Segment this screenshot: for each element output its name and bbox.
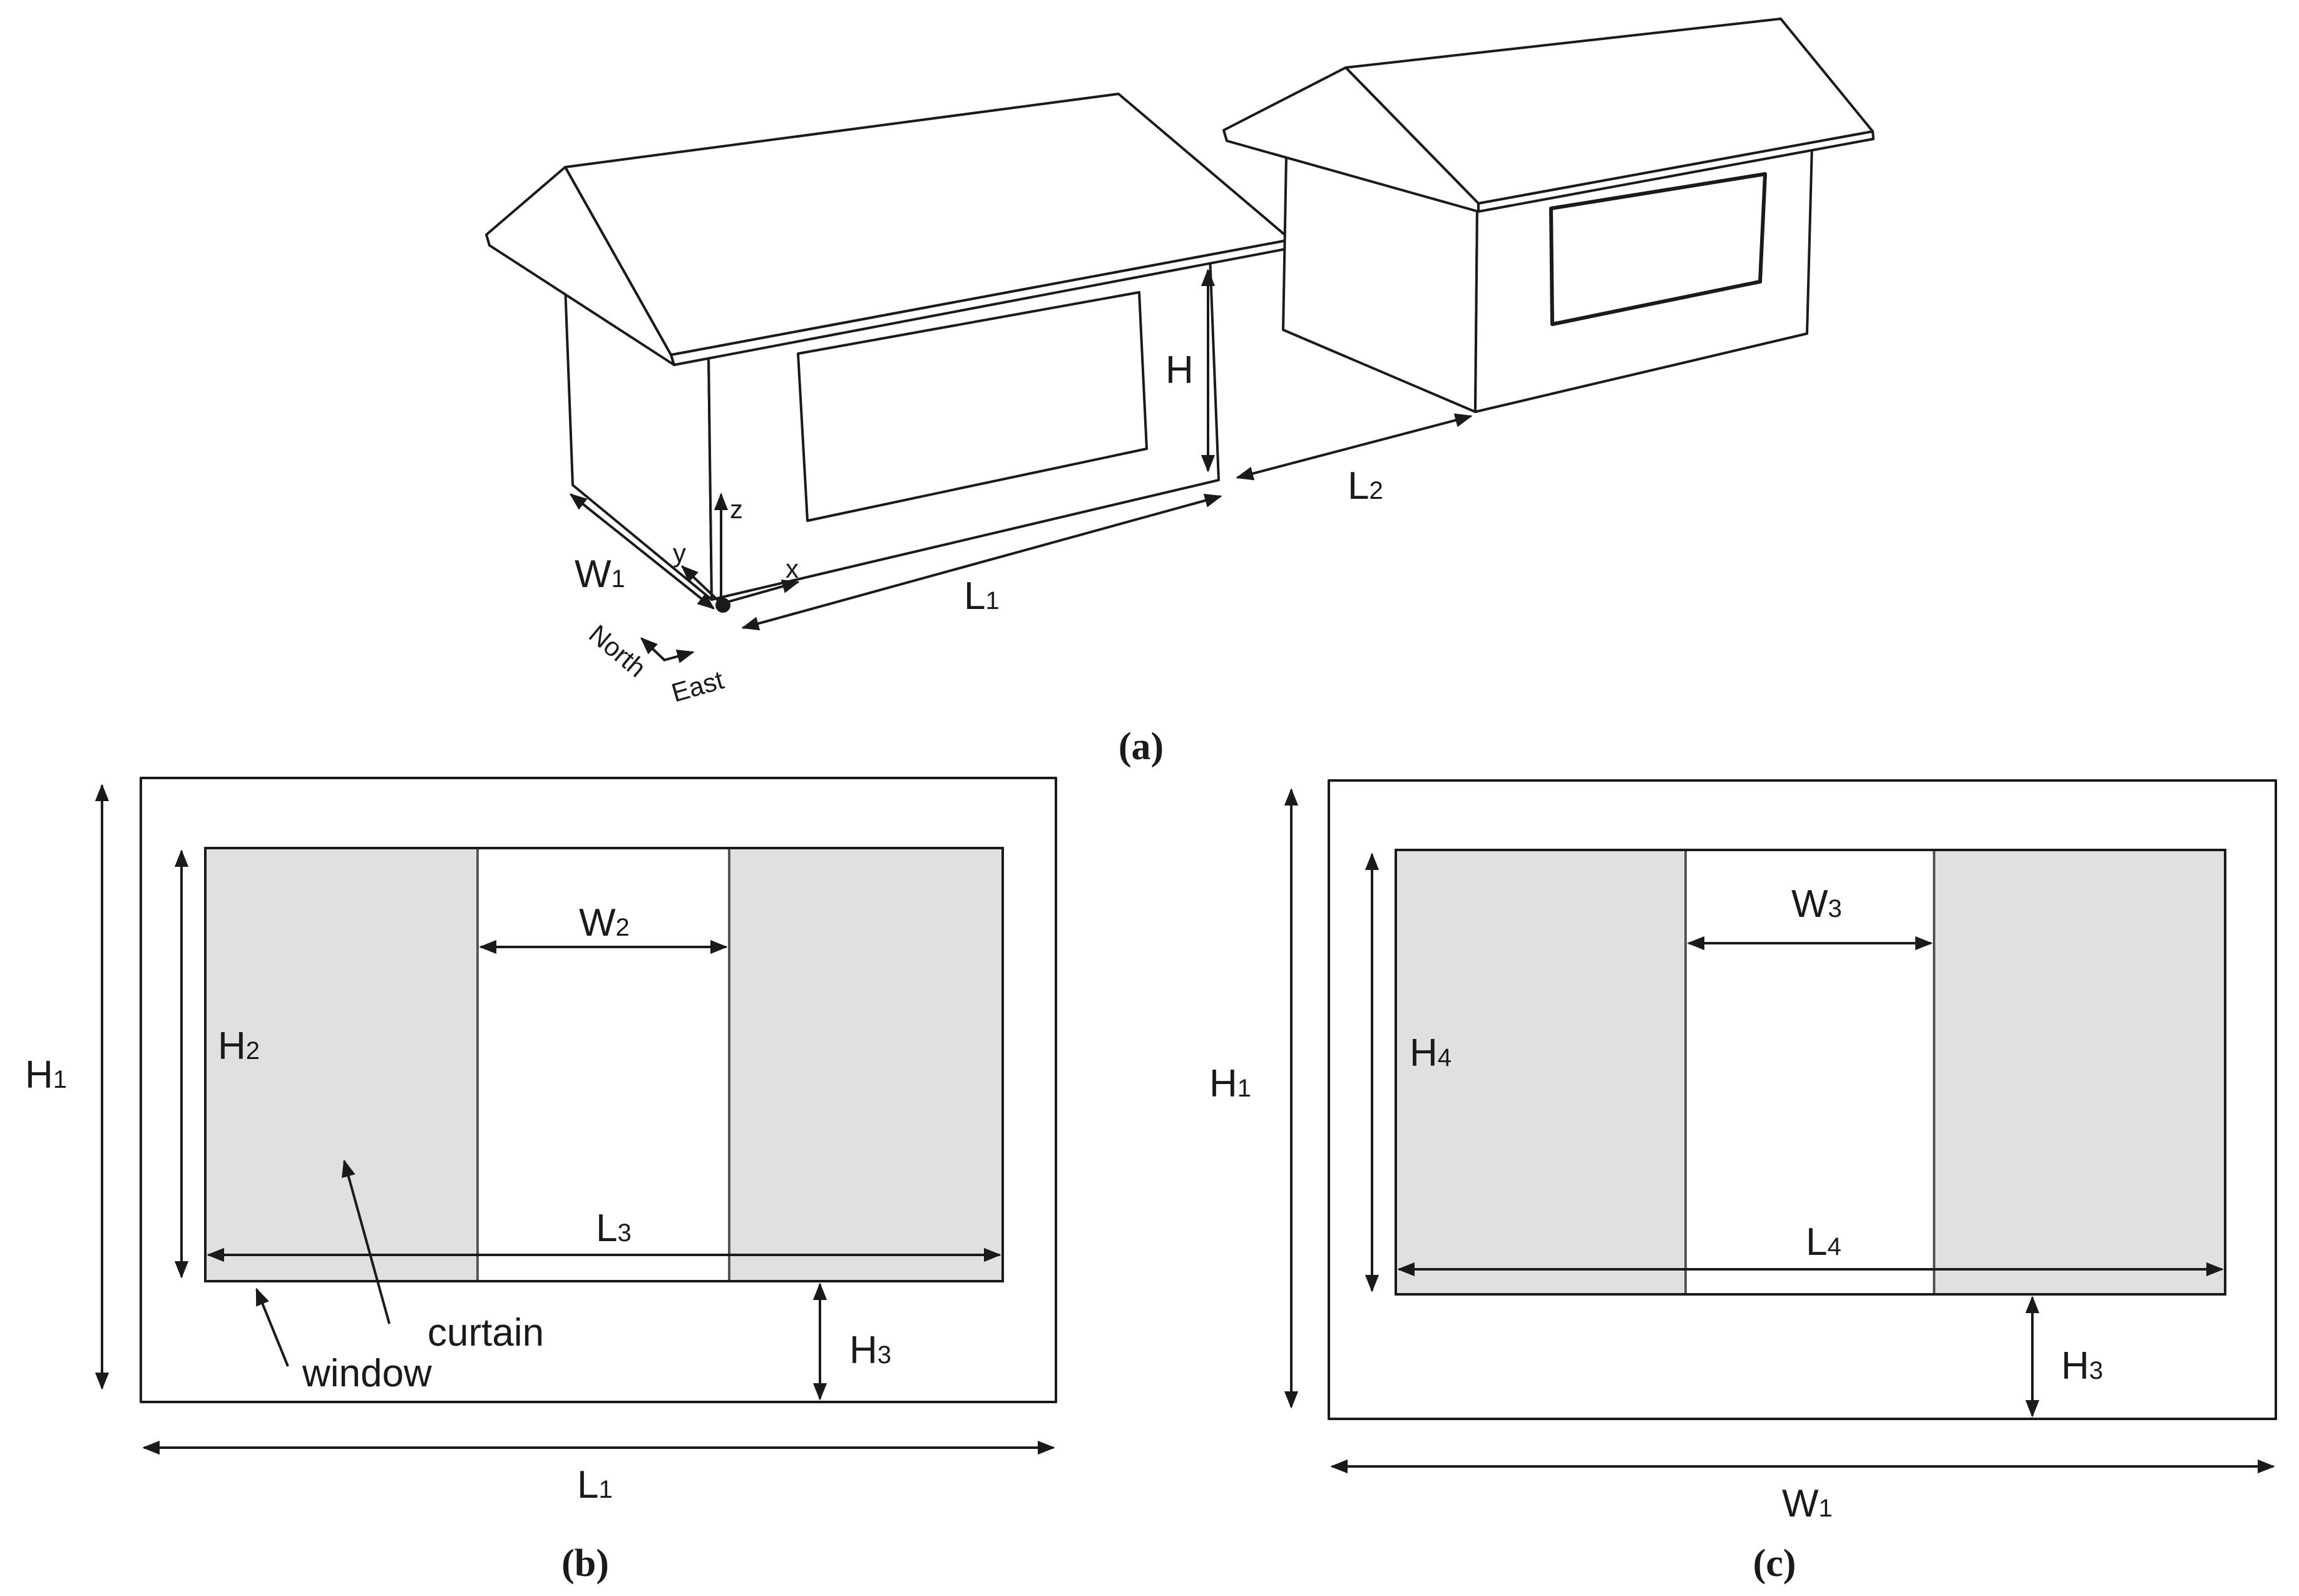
panel-b-window-label: window [302, 1352, 432, 1395]
panel-b-H1-main: H [25, 1053, 53, 1097]
dim-a-W1-label: W1 [575, 553, 625, 596]
panel-b-window-outline [204, 847, 1004, 1282]
z-axis-label: z [730, 494, 743, 524]
panel-b-L3-sub: 3 [617, 1219, 631, 1247]
panel-b-wall-outline [140, 777, 1057, 1403]
panel-c-W1-main: W [1782, 1482, 1819, 1525]
panel-c-H1-sub: 1 [1237, 1075, 1251, 1102]
caption-c: (c) [1753, 1542, 1796, 1585]
panel-b-L1-main: L [577, 1463, 598, 1506]
panel-b-dim-H2-label: H2 [218, 1025, 260, 1068]
panel-c-window-outline [1395, 849, 2226, 1296]
dim-a-W1-arrow [569, 493, 715, 610]
panel-b-H2-main: H [218, 1025, 246, 1068]
compass-north-arrow [640, 637, 666, 662]
building-2-roof-edge [1477, 130, 1875, 213]
building-2-window [1549, 172, 1767, 326]
panel-c-dim-H4-label: H4 [1410, 1031, 1452, 1075]
dim-a-L1-label: L1 [964, 575, 1000, 618]
panel-c-H4-sub: 4 [1438, 1044, 1452, 1072]
panel-c-curtain-left [1395, 849, 1687, 1296]
building-1 [485, 93, 1293, 601]
panel-c-dim-W3-label: W3 [1791, 882, 1842, 926]
panel-b-curtain-label: curtain [428, 1311, 544, 1354]
panel-c-W1-sub: 1 [1819, 1495, 1833, 1522]
panel-c-curtain-right [1933, 849, 2226, 1296]
panel-b-curtain-pointer [341, 1159, 391, 1324]
dim-a-L2-arrow [1236, 413, 1473, 481]
dim-a-L1-main: L [964, 575, 985, 618]
panel-c-H1-main: H [1209, 1062, 1237, 1105]
panel-c-H4-main: H [1410, 1031, 1438, 1075]
dim-a-L2-main: L [1348, 464, 1369, 508]
panel-c-H3-sub: 3 [2089, 1357, 2103, 1384]
panel-b-H3-sub: 3 [878, 1341, 891, 1369]
building-1-window [797, 291, 1148, 522]
dim-a-L1-sub: 1 [985, 587, 999, 615]
panel-c-W3-sub: 3 [1828, 895, 1842, 923]
panel-b-H2-sub: 2 [246, 1037, 260, 1065]
panel-b-H1-sub: 1 [53, 1066, 67, 1093]
panel-c-wall-outline [1328, 779, 2277, 1420]
panel-c-dim-H3-label: H3 [2061, 1344, 2103, 1388]
panel-b-dim-W2-label: W2 [579, 901, 630, 944]
dim-a-L2-sub: 2 [1369, 477, 1383, 504]
panel-b-window-pointer [255, 1287, 289, 1367]
panel-c: H1 H4 W3 L4 H3 W1 (c) [1209, 779, 2277, 1585]
panel-b-W2-main: W [579, 901, 616, 944]
panel-c-dim-H1-label: H1 [1209, 1062, 1251, 1105]
dim-a-H-label: H [1165, 349, 1194, 392]
panel-b-dim-L3-label: L3 [596, 1207, 632, 1250]
panel-b-L3-main: L [596, 1207, 617, 1250]
x-axis-label: x [786, 554, 799, 583]
dim-a-L1-arrow [741, 493, 1222, 631]
panel-b-dim-H1-label: H1 [25, 1053, 67, 1097]
compass-east-label: East [668, 665, 727, 707]
compass: North East [583, 619, 727, 708]
caption-a: (a) [1119, 725, 1164, 768]
panel-b-H3-main: H [849, 1329, 878, 1372]
dim-a-L2-label: L2 [1348, 464, 1383, 508]
dim-a-W1-main: W [575, 553, 612, 596]
panel-a: z x y H L1 L2 W1 North East (a) [485, 18, 1875, 768]
panel-b-curtain-left [204, 847, 479, 1282]
compass-east-arrow [663, 649, 695, 663]
panel-c-dim-L4-label: L4 [1806, 1220, 1841, 1264]
panel-b-curtain-right [728, 847, 1004, 1282]
panel-b-dim-L1-label: L1 [577, 1463, 613, 1506]
panel-b: H1 H2 W2 L3 H3 L1 curtain window (b) [25, 777, 1057, 1585]
panel-c-L4-main: L [1806, 1220, 1827, 1264]
caption-b: (b) [561, 1542, 609, 1585]
panel-b-L1-sub: 1 [598, 1476, 612, 1503]
panel-b-dim-H3-label: H3 [849, 1329, 891, 1372]
panel-c-H3-main: H [2061, 1344, 2089, 1388]
panel-c-W3-main: W [1791, 882, 1828, 926]
dim-a-W1-sub: 1 [612, 565, 625, 593]
y-axis-label: y [673, 538, 686, 568]
panel-c-dim-W1-label: W1 [1782, 1482, 1833, 1525]
compass-north-label: North [583, 619, 652, 683]
building-2 [1222, 18, 1875, 413]
panel-c-L4-sub: 4 [1827, 1233, 1841, 1261]
panel-b-W2-sub: 2 [616, 914, 630, 941]
